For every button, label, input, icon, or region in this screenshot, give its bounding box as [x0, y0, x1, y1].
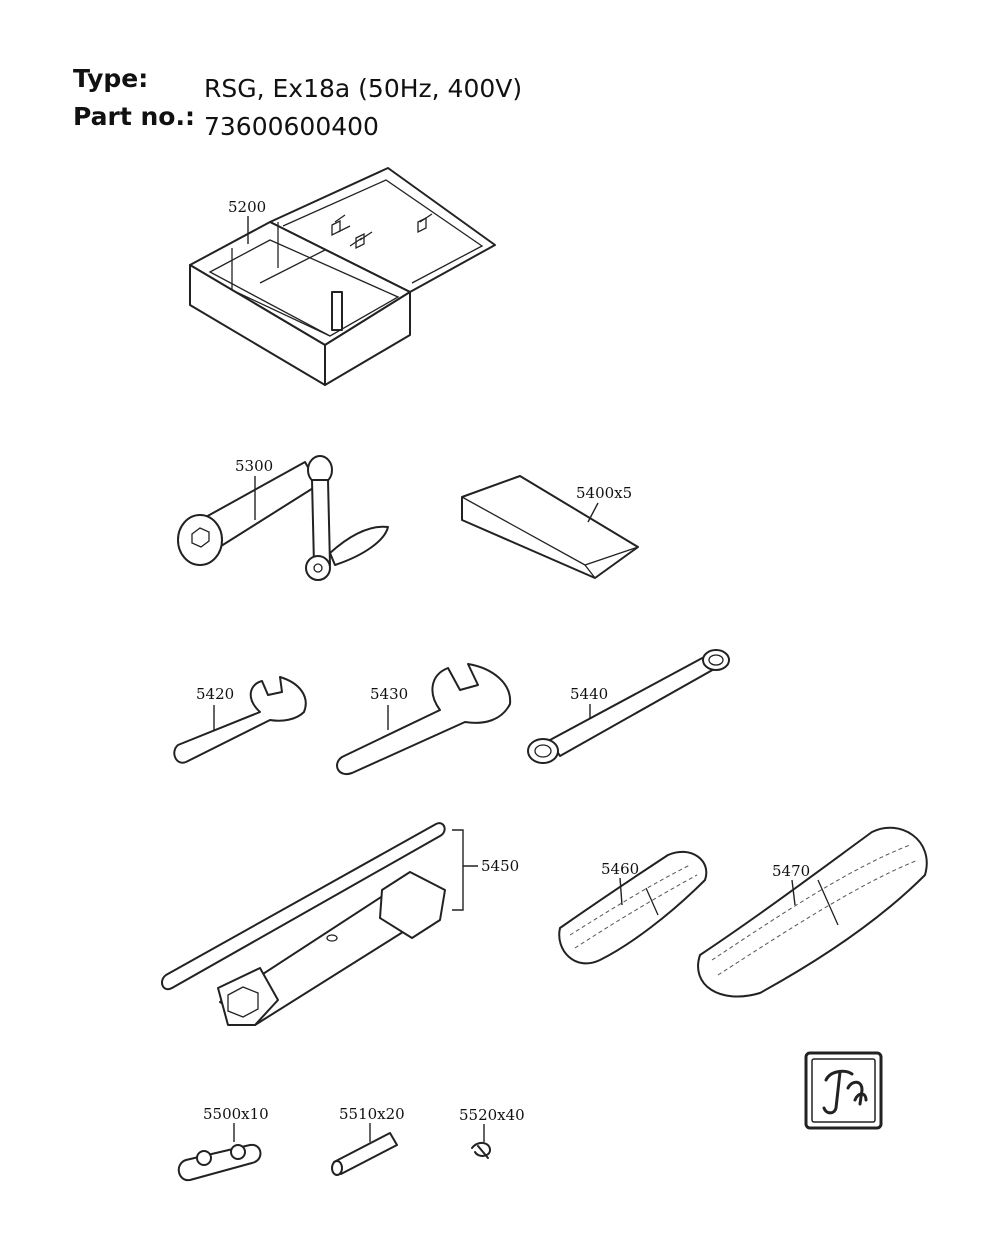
- callout-5200: 5200: [228, 198, 266, 216]
- callout-5510: 5510x20: [339, 1105, 405, 1123]
- tool-box-drawing: [189, 167, 496, 386]
- box-spanner-drawing: [161, 822, 446, 1026]
- callout-5300: 5300: [235, 457, 273, 475]
- callout-5400: 5400x5: [576, 484, 632, 502]
- part-number-value: 73600600400: [204, 112, 379, 141]
- long-strap-drawing: [697, 826, 928, 998]
- medium-wrench-drawing: [336, 663, 512, 776]
- callout-5440: 5440: [570, 685, 608, 703]
- callout-5500: 5500x10: [203, 1105, 269, 1123]
- clip-drawing: [471, 1142, 491, 1159]
- wedge-drawing: [461, 475, 639, 579]
- callout-5430: 5430: [370, 685, 408, 703]
- type-label: Type:: [73, 64, 149, 93]
- chain-link-drawing: [177, 1143, 262, 1182]
- crank-handle-drawing: [177, 455, 389, 581]
- small-wrench-drawing: [173, 676, 307, 764]
- callout-5450: 5450: [481, 857, 519, 875]
- leader-lines: [213, 216, 796, 1142]
- part-number-label: Part no.:: [73, 102, 195, 131]
- pin-drawing: [331, 1132, 398, 1176]
- callout-5520: 5520x40: [459, 1106, 525, 1124]
- ring-wrench-drawing: [527, 649, 730, 764]
- short-strap-drawing: [558, 850, 708, 965]
- callout-5470: 5470: [772, 862, 810, 880]
- fein-logo-icon: [804, 1051, 883, 1130]
- callout-5420: 5420: [196, 685, 234, 703]
- type-value: RSG, Ex18a (50Hz, 400V): [204, 74, 523, 103]
- callout-5460: 5460: [601, 860, 639, 878]
